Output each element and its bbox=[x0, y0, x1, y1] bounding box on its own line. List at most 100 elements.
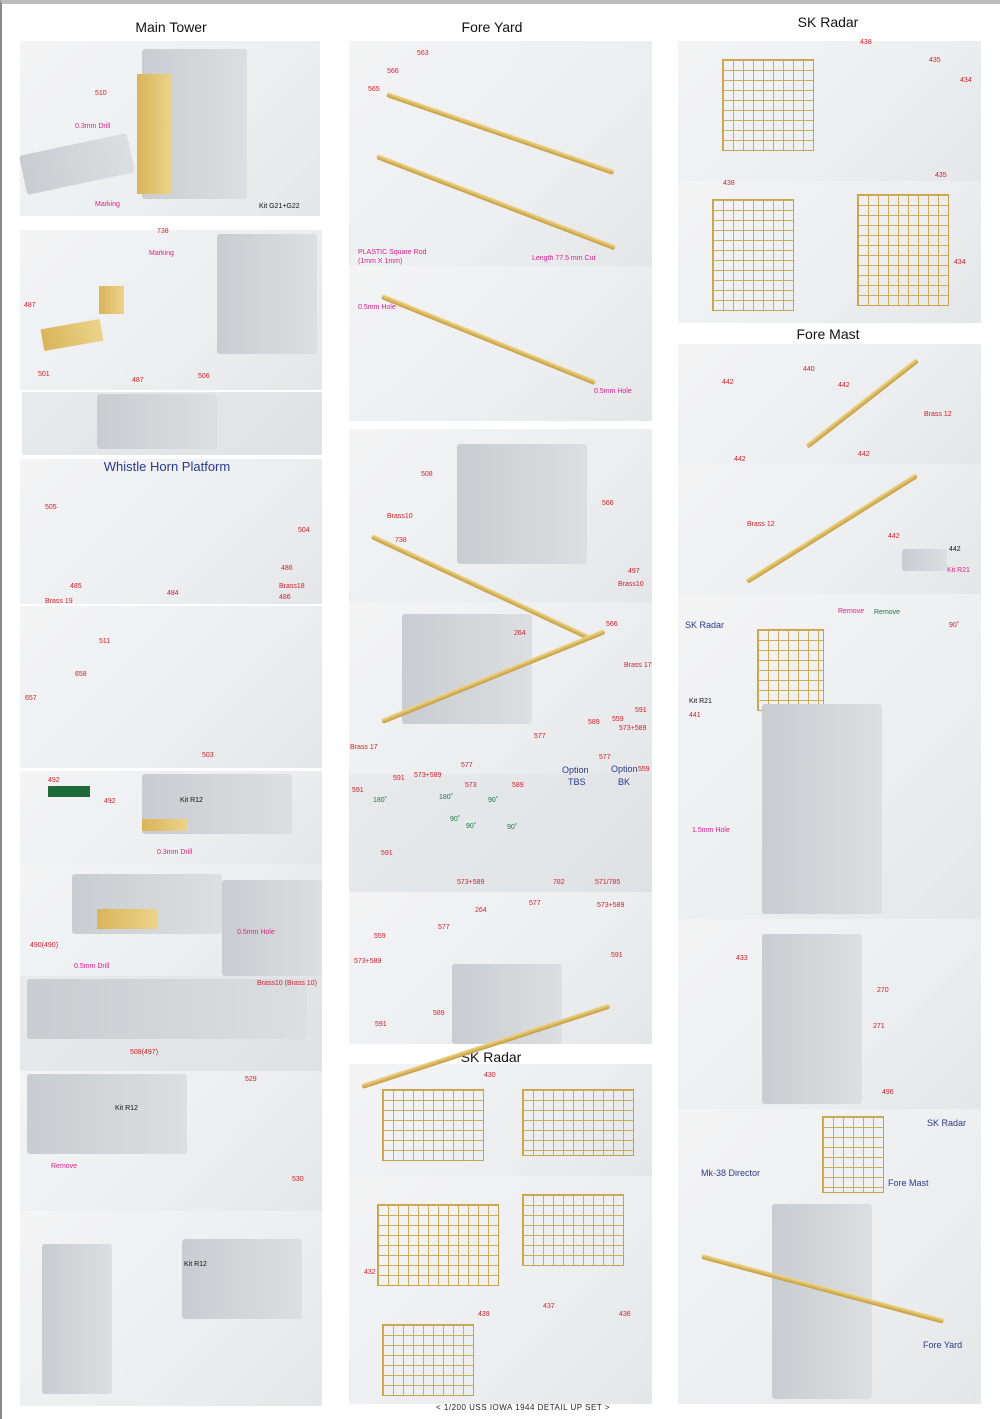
whistle-callout: Brass18 bbox=[279, 583, 305, 590]
main-tower-callout: 0.3mm Drill bbox=[75, 123, 111, 130]
fy-5-callout: 559 bbox=[374, 933, 386, 940]
fore-yard-callout: (1mm X 1mm) bbox=[358, 258, 403, 265]
assembly-callout: 496 bbox=[882, 1089, 894, 1096]
fy-4-callout: 90˚ bbox=[507, 824, 518, 831]
fy-4-callout: BK bbox=[618, 777, 631, 787]
assembly-callout: SK Radar bbox=[685, 620, 725, 630]
platform-r12 bbox=[27, 1074, 187, 1154]
inset-hole bbox=[222, 880, 322, 976]
final-callout: Fore Yard bbox=[923, 1340, 963, 1350]
sk-radar-frame bbox=[382, 1089, 484, 1161]
fy-5-callout: 573+589 bbox=[354, 958, 382, 965]
fy-5-callout: 591 bbox=[611, 952, 623, 959]
fy-3-callout: 589 bbox=[588, 719, 600, 726]
sk-mid-callout: 430 bbox=[484, 1072, 496, 1079]
fy-4-callout: 180˚ bbox=[439, 794, 454, 801]
fy-3-callout: 566 bbox=[606, 621, 618, 628]
section-title-fore-mast: Fore Mast bbox=[796, 326, 860, 342]
sk-right-callout: 438 bbox=[860, 39, 872, 46]
r12-c-callout: 530 bbox=[292, 1176, 304, 1183]
fy-5-callout: 589 bbox=[433, 1010, 445, 1017]
fore-mast-callout: 440 bbox=[803, 366, 815, 373]
fy-4-callout: 571/785 bbox=[595, 879, 621, 886]
fore-mast-callout: 442 bbox=[858, 451, 870, 458]
fy-3-callout: 573+589 bbox=[414, 772, 442, 779]
fy-4-callout: 559 bbox=[638, 766, 650, 773]
fore-yard-callout: PLASTIC Square Rod bbox=[358, 249, 427, 256]
fy-3-callout: 591 bbox=[393, 775, 405, 782]
main-tower-callout: 506 bbox=[198, 373, 210, 380]
section-title-sk-radar: SK Radar bbox=[797, 14, 859, 30]
fore-tower bbox=[457, 444, 587, 564]
assembly-callout: 441 bbox=[689, 712, 701, 719]
fy-3-callout: 264 bbox=[514, 630, 526, 637]
photo-panel bbox=[349, 774, 652, 892]
fy-3-callout: Brass 17 bbox=[624, 662, 652, 669]
sk-radar-grid bbox=[722, 59, 814, 151]
fy-4-callout: 589 bbox=[512, 782, 524, 789]
fy-4-callout: 591 bbox=[352, 787, 364, 794]
fore-yard-callout: 566 bbox=[387, 68, 399, 75]
whistle-callout: 485 bbox=[70, 583, 82, 590]
section-title-sk-radar-parts: SK Radar bbox=[460, 1049, 522, 1065]
whistle-callout: Brass 19 bbox=[45, 598, 73, 605]
sg-radar-callout: 511 bbox=[99, 638, 111, 645]
kit-r21 bbox=[902, 549, 947, 571]
fy-3-callout: 591 bbox=[635, 707, 647, 714]
brass-step-callout: 508(497) bbox=[130, 1049, 159, 1056]
fore-mast-callout: Remove bbox=[874, 609, 901, 616]
whistle-callout: 484 bbox=[167, 590, 179, 597]
fore-yard-callout: 0.5mm Hole bbox=[594, 388, 632, 395]
section-title-main-tower: Main Tower bbox=[135, 19, 207, 35]
tower-detail bbox=[97, 394, 217, 449]
platform-r12 bbox=[182, 1239, 302, 1319]
whistle-callout: 486 bbox=[281, 565, 293, 572]
sk-radar-frame bbox=[382, 1324, 474, 1396]
etched-plate-510 bbox=[137, 74, 172, 194]
assembly-callout: 433 bbox=[736, 955, 748, 962]
fore-mast-callout: 442 bbox=[949, 546, 961, 553]
fy-4-callout: 782 bbox=[553, 879, 565, 886]
main-tower-callout: Kit G21+G22 bbox=[259, 203, 300, 210]
assembly-callout: 1.5mm Hole bbox=[692, 827, 730, 834]
sk-mid-callout: 437 bbox=[543, 1303, 555, 1310]
sk-radar-grid bbox=[857, 194, 949, 306]
etched-plate-492 bbox=[142, 819, 187, 831]
fore-mast-callout: 442 bbox=[722, 379, 734, 386]
photo-panel bbox=[20, 606, 322, 768]
sk-right-callout: 438 bbox=[723, 180, 735, 187]
fy-5-callout: 577 bbox=[438, 924, 450, 931]
fy-4-callout: 573+589 bbox=[457, 879, 485, 886]
whistle-callout: 486 bbox=[279, 594, 291, 601]
fy-5-callout: 264 bbox=[475, 907, 487, 914]
fore-yard-callout: 565 bbox=[368, 86, 380, 93]
fy-4-callout: 90˚ bbox=[466, 823, 477, 830]
main-tower-callout: 501 bbox=[38, 371, 50, 378]
etched-plate-490 bbox=[97, 909, 157, 929]
sk-radar-frame bbox=[522, 1194, 624, 1266]
sk-mid-callout: 432 bbox=[364, 1269, 376, 1276]
sk-right-callout: 434 bbox=[960, 77, 972, 84]
fore-mast-callout: 90˚ bbox=[949, 622, 960, 629]
assembly-callout: 271 bbox=[873, 1023, 885, 1030]
fy-2-callout: 566 bbox=[602, 500, 614, 507]
fore-mast-callout: 442 bbox=[888, 533, 900, 540]
sk-mid-callout: 436 bbox=[619, 1311, 631, 1318]
fore-platform bbox=[452, 964, 562, 1044]
brass-step-callout: Brass10 (Brass 10) bbox=[257, 980, 317, 987]
main-tower-callout: 487 bbox=[132, 377, 144, 384]
whistle-callout: 504 bbox=[298, 527, 310, 534]
main-tower-callout: Marking bbox=[149, 250, 174, 257]
r12-a-callout: 492 bbox=[104, 798, 116, 805]
sk-mid-callout: 439 bbox=[478, 1311, 490, 1318]
sk-right-callout: 435 bbox=[929, 57, 941, 64]
fy-3-callout: 573+589 bbox=[619, 725, 647, 732]
fore-yard-callout: 0.5mm Hole bbox=[358, 304, 396, 311]
fy-4-callout: 577 bbox=[599, 754, 611, 761]
sk-right-callout: 435 bbox=[935, 172, 947, 179]
sk-radar-grid bbox=[822, 1116, 884, 1193]
r12-a-callout: 0.3mm Drill bbox=[157, 849, 193, 856]
final-callout: Fore Mast bbox=[888, 1178, 929, 1188]
final-callout: Mk-38 Director bbox=[701, 1168, 761, 1178]
